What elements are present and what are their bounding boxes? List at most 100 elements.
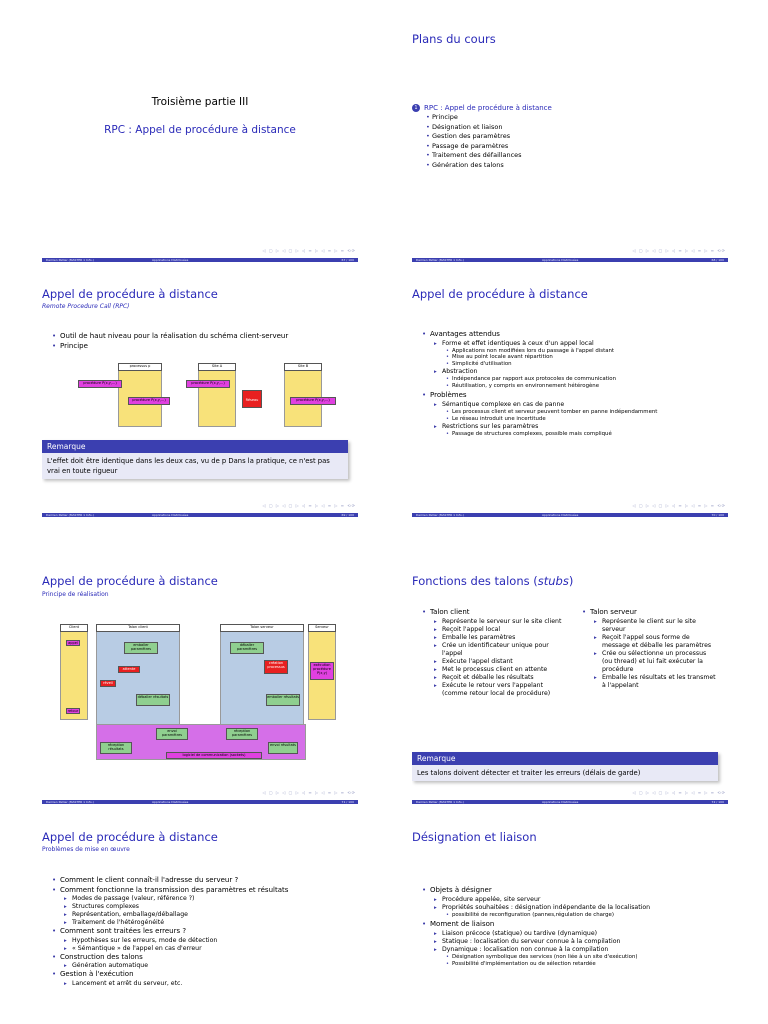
title-text: Fonctions des talons ( bbox=[412, 574, 538, 588]
communication-software-box: logiciel de communication (sockets) bbox=[166, 752, 262, 759]
sub-bullet-item: Représentation, emballage/déballage bbox=[42, 911, 358, 919]
nav-icons[interactable]: ◁ ▢ ▷ ◁ ▢ ▷ ◁ ≡ ▷ ◁ ≡ ▷ ≡ ⟲⟳ bbox=[262, 790, 356, 795]
remark-title: Remarque bbox=[412, 752, 718, 765]
footer-author: Damien Pellier (MASTER 1 Info.) bbox=[46, 513, 94, 517]
server-stub-column: Talon serveur Représente le client sur l… bbox=[572, 608, 722, 690]
footer-bar: Damien Pellier (MASTER 1 Info.) Applicat… bbox=[412, 258, 728, 262]
footer-bar: Damien Pellier (MASTER 1 Info.) Applicat… bbox=[412, 800, 728, 804]
nav-icons[interactable]: ◁ ▢ ▷ ◁ ▢ ▷ ◁ ≡ ▷ ◁ ≡ ▷ ≡ ⟲⟳ bbox=[262, 503, 356, 508]
footer-page: 69 / 100 bbox=[341, 513, 354, 517]
send-results-box: envoi résultats bbox=[268, 742, 298, 754]
bullet-item: Objets à désigner bbox=[412, 886, 728, 896]
nav-icons[interactable]: ◁ ▢ ▷ ◁ ▢ ▷ ◁ ≡ ▷ ◁ ≡ ▷ ≡ ⟲⟳ bbox=[632, 503, 726, 508]
section-number-icon: 1 bbox=[412, 104, 420, 112]
footer-course: Applications Distribuées bbox=[542, 513, 579, 517]
outline-item[interactable]: Traitement des défaillances bbox=[412, 151, 552, 161]
sub-bullet-item: Statique : localisation du serveur connu… bbox=[412, 938, 728, 946]
outline-list: 1 RPC : Appel de procédure à distance Pr… bbox=[412, 103, 552, 170]
network-box: Réseau bbox=[242, 390, 262, 408]
nav-icons[interactable]: ◁ ▢ ▷ ◁ ▢ ▷ ◁ ≡ ▷ ◁ ≡ ▷ ≡ ⟲⟳ bbox=[632, 790, 726, 795]
stub-client-label: Talon client bbox=[96, 624, 180, 632]
site-a-box bbox=[198, 363, 236, 427]
sub-bullet-item: Lancement et arrêt du serveur, etc. bbox=[42, 980, 358, 988]
unpack-params-box: déballer paramètres bbox=[230, 642, 264, 654]
footer-page: 68 / 100 bbox=[711, 258, 724, 262]
sub-sub-bullet-item: Désignation symbolique des services (non… bbox=[412, 954, 728, 961]
receive-results-box: réception résultats bbox=[100, 742, 132, 754]
pack-results-box: emballer résultats bbox=[266, 694, 300, 706]
sub-bullet-item: Liaison précoce (statique) ou tardive (d… bbox=[412, 930, 728, 938]
footer-course: Applications Distribuées bbox=[542, 800, 579, 804]
outline-item[interactable]: Désignation et liaison bbox=[412, 123, 552, 133]
stub-server-label: Talon serveur bbox=[220, 624, 304, 632]
footer-page: 70 / 100 bbox=[711, 513, 724, 517]
remark-text: L'effet doit être identique dans les deu… bbox=[42, 453, 348, 479]
sub-bullet-item: Crée ou sélectionne un processus (ou thr… bbox=[572, 650, 718, 674]
slide-advantages-problems: Appel de procédure à distance Avantages … bbox=[412, 285, 728, 521]
bullet-item: Moment de liaison bbox=[412, 920, 728, 930]
sub-bullet-item: Abstraction bbox=[412, 368, 728, 376]
footer-bar: Damien Pellier (MASTER 1 Info.) Applicat… bbox=[42, 800, 358, 804]
wakeup-box: réveil bbox=[100, 680, 116, 687]
sub-sub-bullet-item: Possibilité d'implémentation ou de sélec… bbox=[412, 961, 728, 968]
server-label: Serveur bbox=[308, 624, 336, 632]
remote-proc-box: procédure P(x,y,...) bbox=[290, 397, 336, 405]
sub-bullet-item: « Sémantique » de l'appel en cas d'erreu… bbox=[42, 945, 358, 953]
sub-bullet-item: Met le processus client en attente bbox=[412, 666, 562, 674]
nav-icons[interactable]: ◁ ▢ ▷ ◁ ▢ ▷ ◁ ≡ ▷ ◁ ≡ ▷ ≡ ⟲⟳ bbox=[262, 248, 356, 253]
outline-item[interactable]: Passage de paramètres bbox=[412, 142, 552, 152]
outline-item[interactable]: Principe bbox=[412, 113, 552, 123]
bullet-item: Construction des talons bbox=[42, 953, 358, 963]
slide-title: Appel de procédure à distance bbox=[412, 287, 588, 301]
sub-bullet-item: Représente le serveur sur le site client bbox=[412, 618, 562, 626]
sub-bullet-item: Forme et effet identiques à ceux d'un ap… bbox=[412, 340, 728, 348]
site-b-box bbox=[284, 363, 322, 427]
slide-title: Fonctions des talons (stubs) bbox=[412, 574, 573, 588]
footer-course: Applications Distribuées bbox=[152, 513, 189, 517]
send-params-box: envoi paramètres bbox=[156, 728, 188, 740]
bullet-item: Outil de haut niveau pour la réalisation… bbox=[42, 332, 288, 342]
sub-bullet-item: Structures complexes bbox=[42, 903, 358, 911]
slide-rpc-principle: Appel de procédure à distance Remote Pro… bbox=[42, 285, 358, 521]
outline-item[interactable]: Gestion des paramètres bbox=[412, 132, 552, 142]
footer-author: Damien Pellier (MASTER 1 Info.) bbox=[46, 258, 94, 262]
local-proc-box: procédure P(x,y,...) bbox=[128, 397, 170, 405]
slide-title: Plans du cours bbox=[412, 32, 496, 46]
bullet-list: Outil de haut niveau pour la réalisation… bbox=[42, 332, 288, 351]
stub-client-column bbox=[96, 624, 180, 734]
sub-bullet-item: Exécute l'appel distant bbox=[412, 658, 562, 666]
bullet-item: Comment le client connaît-il l'adresse d… bbox=[42, 876, 358, 886]
sub-bullet-item: Hypothèses sur les erreurs, mode de déte… bbox=[42, 937, 358, 945]
bullet-item: Talon serveur bbox=[572, 608, 722, 618]
outline-body: Comment le client connaît-il l'adresse d… bbox=[42, 876, 358, 988]
client-column bbox=[60, 624, 88, 720]
sub-sub-bullet-item: Mise au point locale avant répartition bbox=[412, 354, 728, 361]
footer-author: Damien Pellier (MASTER 1 Info.) bbox=[416, 513, 464, 517]
rpc-principle-diagram: processus p Site A Site B procédure P(x,… bbox=[78, 360, 338, 430]
outline-section[interactable]: 1 RPC : Appel de procédure à distance bbox=[412, 103, 552, 113]
bullet-item: Talon client bbox=[412, 608, 570, 618]
sub-bullet-item: Procédure appelée, site serveur bbox=[412, 896, 728, 904]
outline-item[interactable]: Génération des talons bbox=[412, 161, 552, 171]
process-p-box bbox=[118, 363, 162, 427]
remark-text: Les talons doivent détecter et traiter l… bbox=[412, 765, 718, 781]
sub-sub-bullet-item: Simplicité d'utilisation bbox=[412, 361, 728, 368]
sub-bullet-item: Modes de passage (valeur, référence ?) bbox=[42, 895, 358, 903]
slide-implementation-problems: Appel de procédure à distance Problèmes … bbox=[42, 828, 358, 1024]
site-b-label: Site B bbox=[284, 363, 322, 371]
sub-bullet-item: Exécute le retour vers l'appelant (comme… bbox=[412, 682, 562, 698]
sub-bullet-item: Emballe les paramètres bbox=[412, 634, 562, 642]
part-title: RPC : Appel de procédure à distance bbox=[104, 124, 296, 136]
slide-title: Désignation et liaison bbox=[412, 830, 537, 844]
unpack-results-box: déballer résultats bbox=[136, 694, 170, 706]
title-emphasis: stubs bbox=[537, 574, 569, 588]
slide-title: Appel de procédure à distance bbox=[42, 574, 218, 588]
nav-icons[interactable]: ◁ ▢ ▷ ◁ ▢ ▷ ◁ ≡ ▷ ◁ ≡ ▷ ≡ ⟲⟳ bbox=[632, 248, 726, 253]
bullet-item: Problèmes bbox=[412, 391, 728, 401]
remark-block: Remarque Les talons doivent détecter et … bbox=[412, 752, 718, 781]
site-a-label: Site A bbox=[198, 363, 236, 371]
stub-server-column bbox=[220, 624, 304, 734]
bullet-item: Principe bbox=[42, 342, 288, 352]
slide-realisation-principle: Appel de procédure à distance Principe d… bbox=[42, 572, 358, 808]
client-stub-column: Talon client Représente le serveur sur l… bbox=[412, 608, 570, 698]
